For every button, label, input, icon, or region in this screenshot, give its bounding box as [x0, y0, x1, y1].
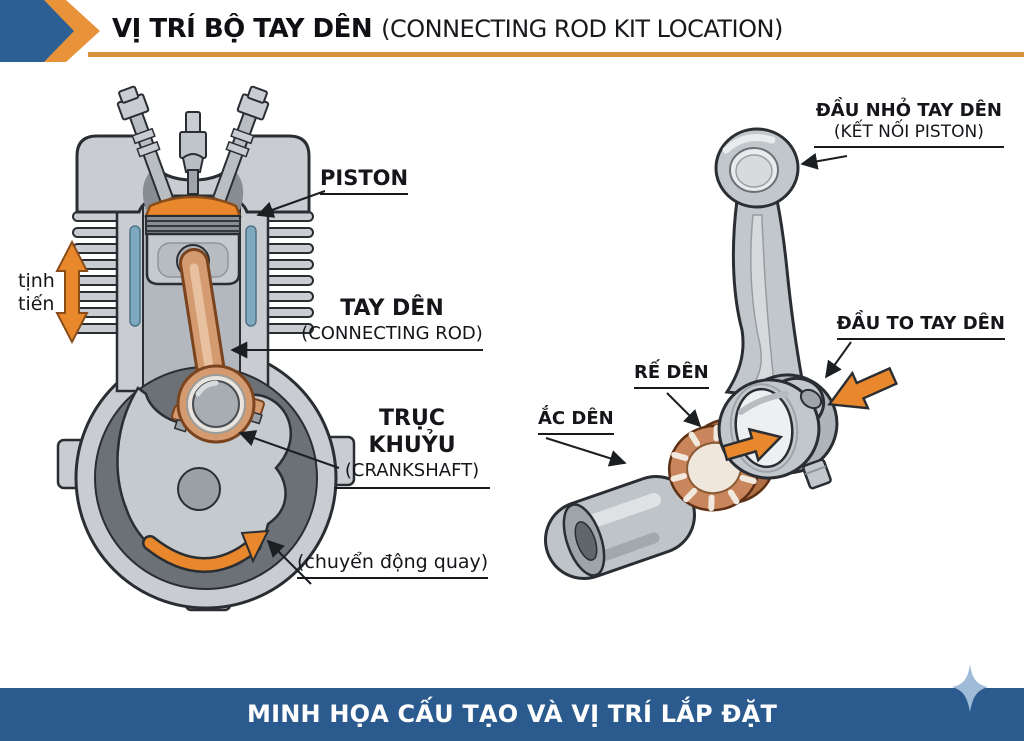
piston-crown — [144, 195, 242, 218]
rotation-arrow — [142, 529, 270, 573]
crank-pin — [544, 475, 696, 580]
page-title: VỊ TRÍ BỘ TAY DÊN (CONNECTING ROD KIT LOC… — [112, 14, 783, 44]
engine-cross-section — [55, 85, 356, 612]
coolant-passage-left — [129, 225, 141, 327]
exploded-rod-kit — [544, 127, 899, 580]
footer-bar: MINH HỌA CẤU TẠO VÀ VỊ TRÍ LẮP ĐẶT — [0, 688, 1024, 741]
page-title-sub: (CONNECTING ROD KIT LOCATION) — [381, 15, 783, 43]
reciprocation-arrow — [55, 239, 89, 345]
label-connecting-rod: TAY DÊN (CONNECTING ROD) — [292, 296, 492, 345]
assembly-arrow-bearing — [721, 427, 784, 463]
label-piston: PISTON — [320, 166, 409, 195]
label-crankshaft: TRỤC KHUỶU (CRANKSHAFT) — [334, 406, 490, 489]
connecting-rod-exploded — [714, 127, 839, 490]
crank-web-hole — [177, 467, 221, 511]
label-small-end-main: ĐẦU NHỎ TAY DÊN — [815, 100, 1002, 121]
spark-plug — [179, 111, 207, 195]
label-small-end-sub: (KẾT NỐI PISTON) — [833, 121, 984, 142]
label-big-end: ĐẦU TO TAY DÊN — [836, 313, 1005, 340]
sparkle-diamond-icon — [950, 662, 990, 714]
oil-hole — [799, 388, 823, 410]
label-bearing: RẾ DÊN — [634, 362, 709, 389]
header-double-chevron-icon — [0, 0, 115, 70]
label-pin: ẮC DÊN — [538, 408, 614, 435]
valve-stem-left — [116, 85, 175, 204]
coolant-passage-right — [245, 225, 257, 327]
label-connecting-rod-sub: (CONNECTING ROD) — [301, 322, 483, 344]
header-divider — [88, 52, 1024, 57]
label-rotation: (chuyển động quay) — [297, 551, 489, 580]
footer-caption: MINH HỌA CẤU TẠO VÀ VỊ TRÍ LẮP ĐẶT — [246, 700, 778, 728]
leader-lines — [230, 152, 852, 585]
label-connecting-rod-main: TAY DÊN — [340, 296, 444, 321]
page-title-main: VỊ TRÍ BỘ TAY DÊN — [112, 14, 373, 44]
connecting-rod-installed — [171, 248, 265, 444]
label-crankshaft-main: TRỤC KHUỶU — [368, 406, 456, 458]
label-crankshaft-sub: (CRANKSHAFT) — [344, 459, 480, 481]
label-reciprocation: tịnh tiến — [18, 270, 55, 315]
label-small-end: ĐẦU NHỎ TAY DÊN (KẾT NỐI PISTON) — [813, 100, 1004, 148]
assembly-arrow-big-end — [827, 366, 899, 410]
